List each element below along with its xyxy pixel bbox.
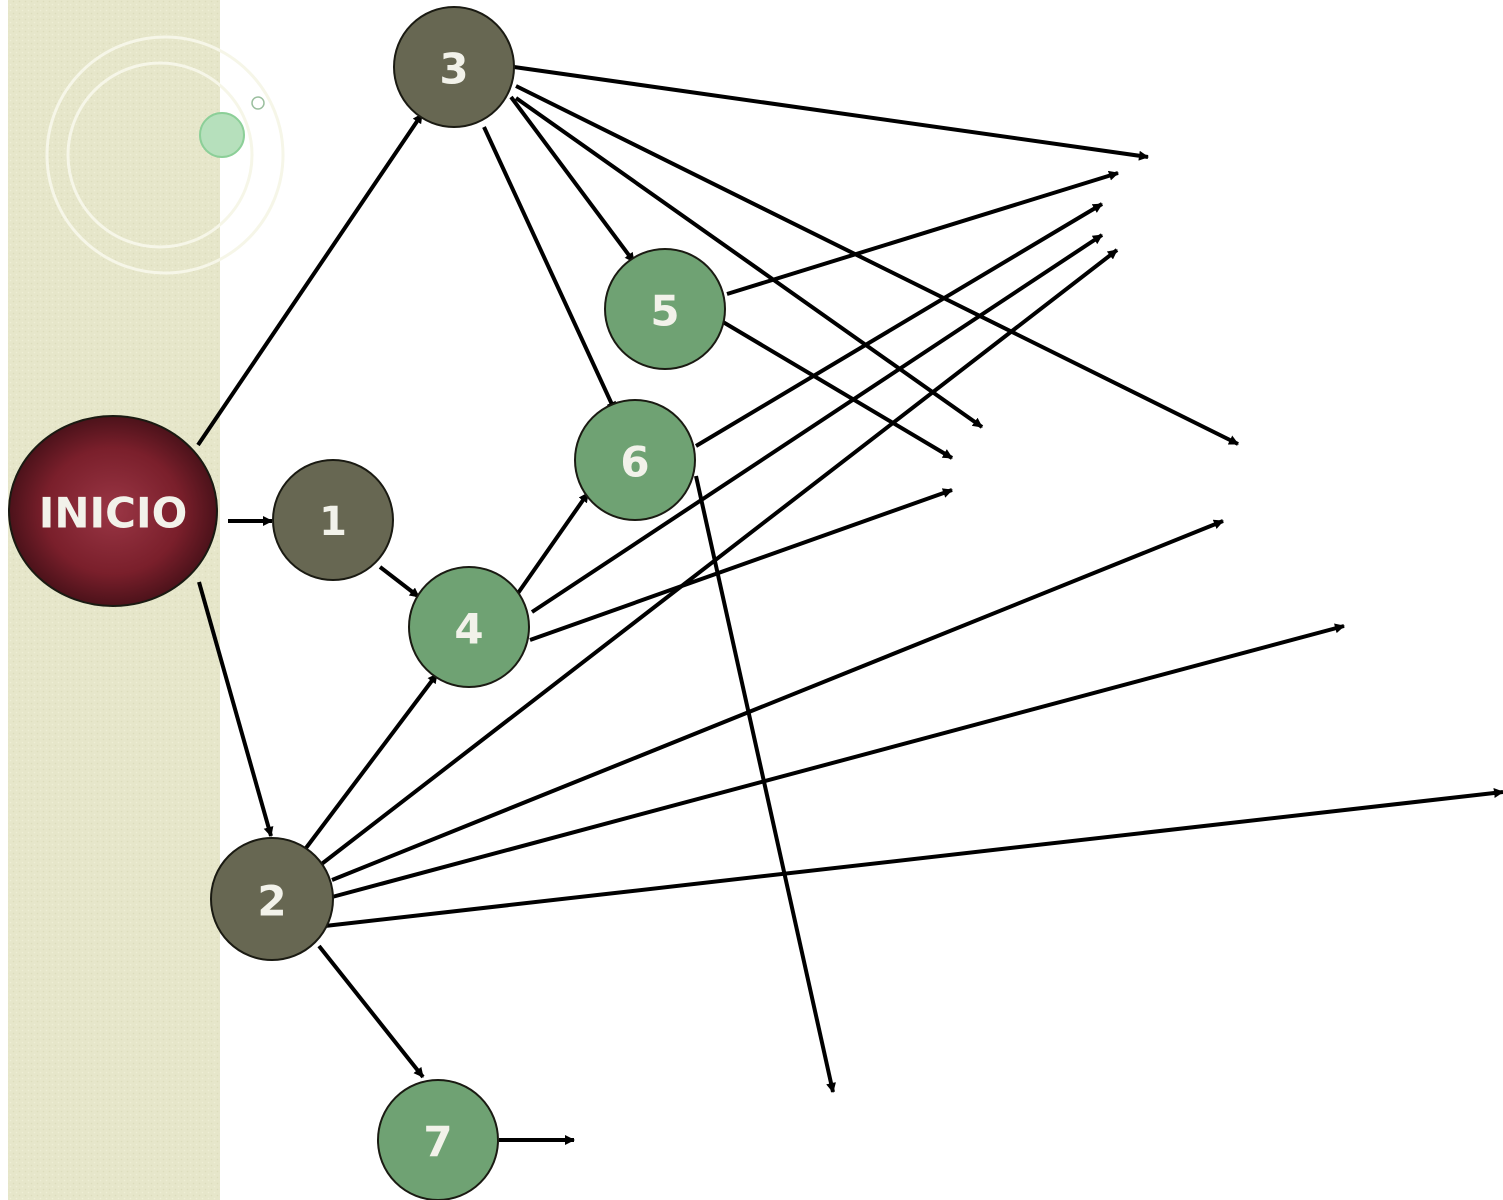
node-n1-label: 1 xyxy=(319,499,347,545)
node-n6-label: 6 xyxy=(620,438,649,487)
open-arrow-from-n3-1 xyxy=(513,65,1149,161)
node-inicio-label: INICIO xyxy=(39,489,188,538)
node-n7-shape xyxy=(377,1079,499,1200)
edge-inicio-to-n2 xyxy=(197,581,274,837)
node-n3: 3 xyxy=(393,6,515,128)
node-inicio: INICIO xyxy=(8,415,218,607)
node-n2-label: 2 xyxy=(257,877,286,926)
edge-n3-to-n6 xyxy=(482,126,617,412)
node-n3-label: 3 xyxy=(439,45,468,94)
node-n1-shape xyxy=(272,459,394,581)
open-arrow-from-n2-11 xyxy=(331,519,1224,882)
node-n2: 2 xyxy=(210,837,334,961)
node-n6: 6 xyxy=(574,399,696,521)
node-n3-shape xyxy=(393,6,515,128)
open-arrow-from-n5-4 xyxy=(726,170,1119,296)
edge-n3-to-n5 xyxy=(509,95,636,264)
open-arrow-from-n2-13 xyxy=(315,788,1503,929)
node-n4-label: 4 xyxy=(454,605,483,654)
node-n4: 4 xyxy=(408,566,530,688)
nodes-layer: INICIO 1 2 3 4 5 6 7 xyxy=(8,6,726,1200)
open-arrow-from-n4-9 xyxy=(529,488,953,642)
open-arrow-from-n3-2 xyxy=(515,84,1239,446)
node-inicio-shape xyxy=(8,415,218,607)
node-n4-shape xyxy=(408,566,530,688)
node-n2-shape xyxy=(210,837,334,961)
node-n5-shape xyxy=(604,248,726,370)
edge-n1-to-n4 xyxy=(378,565,421,599)
open-arrow-from-n2-12 xyxy=(331,623,1345,899)
open-arrow-from-n2-10 xyxy=(317,248,1119,868)
edge-n2-to-n4 xyxy=(301,672,439,854)
open-arrow-from-n6-6 xyxy=(694,202,1104,448)
open-arrow-from-n5-5 xyxy=(721,320,954,460)
edge-n4-to-n6 xyxy=(514,491,590,598)
node-n7: 7 xyxy=(377,1079,499,1200)
decorative-rings xyxy=(45,35,285,275)
node-n6-shape xyxy=(574,399,696,521)
open-arrow-from-n6-7 xyxy=(694,475,836,1093)
open-arrow-from-n3-3 xyxy=(514,96,984,429)
edge-n2-to-n7 xyxy=(317,944,425,1079)
node-n7-label: 7 xyxy=(423,1118,452,1167)
node-n5: 5 xyxy=(604,248,726,370)
node-n5-label: 5 xyxy=(650,287,679,336)
edge-inicio-to-n3 xyxy=(196,112,424,447)
open-arrow-from-n4-8 xyxy=(530,233,1104,614)
node-n1: 1 xyxy=(272,459,394,581)
edges-layer xyxy=(196,65,1503,1145)
